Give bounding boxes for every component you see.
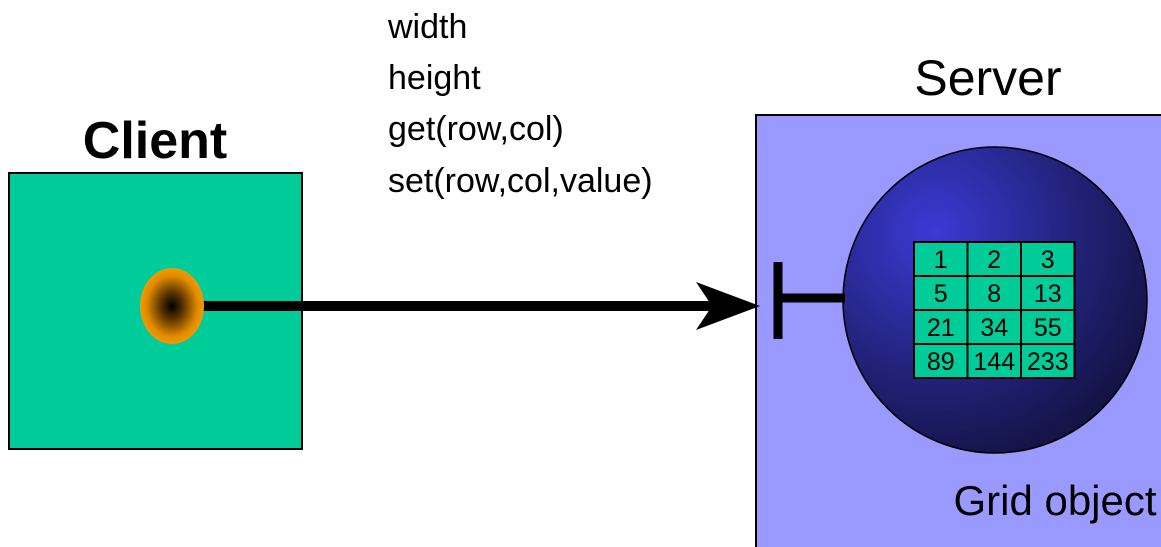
- grid-cell-value: 233: [1027, 348, 1069, 376]
- server-title: Server: [914, 50, 1061, 106]
- client-title: Client: [83, 112, 227, 170]
- reference-dot: [140, 268, 204, 344]
- reference-arrow-head: [696, 282, 760, 330]
- grid-cell-value: 55: [1034, 314, 1062, 342]
- grid-cell: [913, 241, 969, 277]
- grid-cell-value: 8: [987, 280, 1001, 308]
- grid-cell-value: 89: [927, 348, 955, 376]
- grid-cell-value: 3: [1041, 246, 1055, 274]
- grid-table: 1 2 3 5 8 13 21 34 55 89 144 233: [913, 241, 1076, 379]
- method-width: width: [387, 8, 467, 46]
- interface-method-list: width height get(row,col) set(row,col,va…: [387, 8, 653, 200]
- grid-cell: [1020, 343, 1076, 379]
- method-get: get(row,col): [388, 110, 564, 148]
- grid-cell-value: 34: [980, 314, 1008, 342]
- method-height: height: [388, 59, 481, 97]
- method-set: set(row,col,value): [388, 162, 653, 200]
- grid-cell-value: 5: [934, 280, 948, 308]
- grid-object-label: Grid object: [953, 477, 1156, 524]
- grid-cell-value: 2: [987, 246, 1001, 274]
- grid-cell-value: 144: [973, 348, 1015, 376]
- grid-cell-value: 13: [1034, 280, 1062, 308]
- grid-cell: [913, 275, 969, 311]
- grid-cell: [1020, 241, 1076, 277]
- grid-cell-value: 21: [927, 314, 955, 342]
- grid-cell-value: 1: [934, 246, 948, 274]
- grid-cell: [966, 343, 1022, 379]
